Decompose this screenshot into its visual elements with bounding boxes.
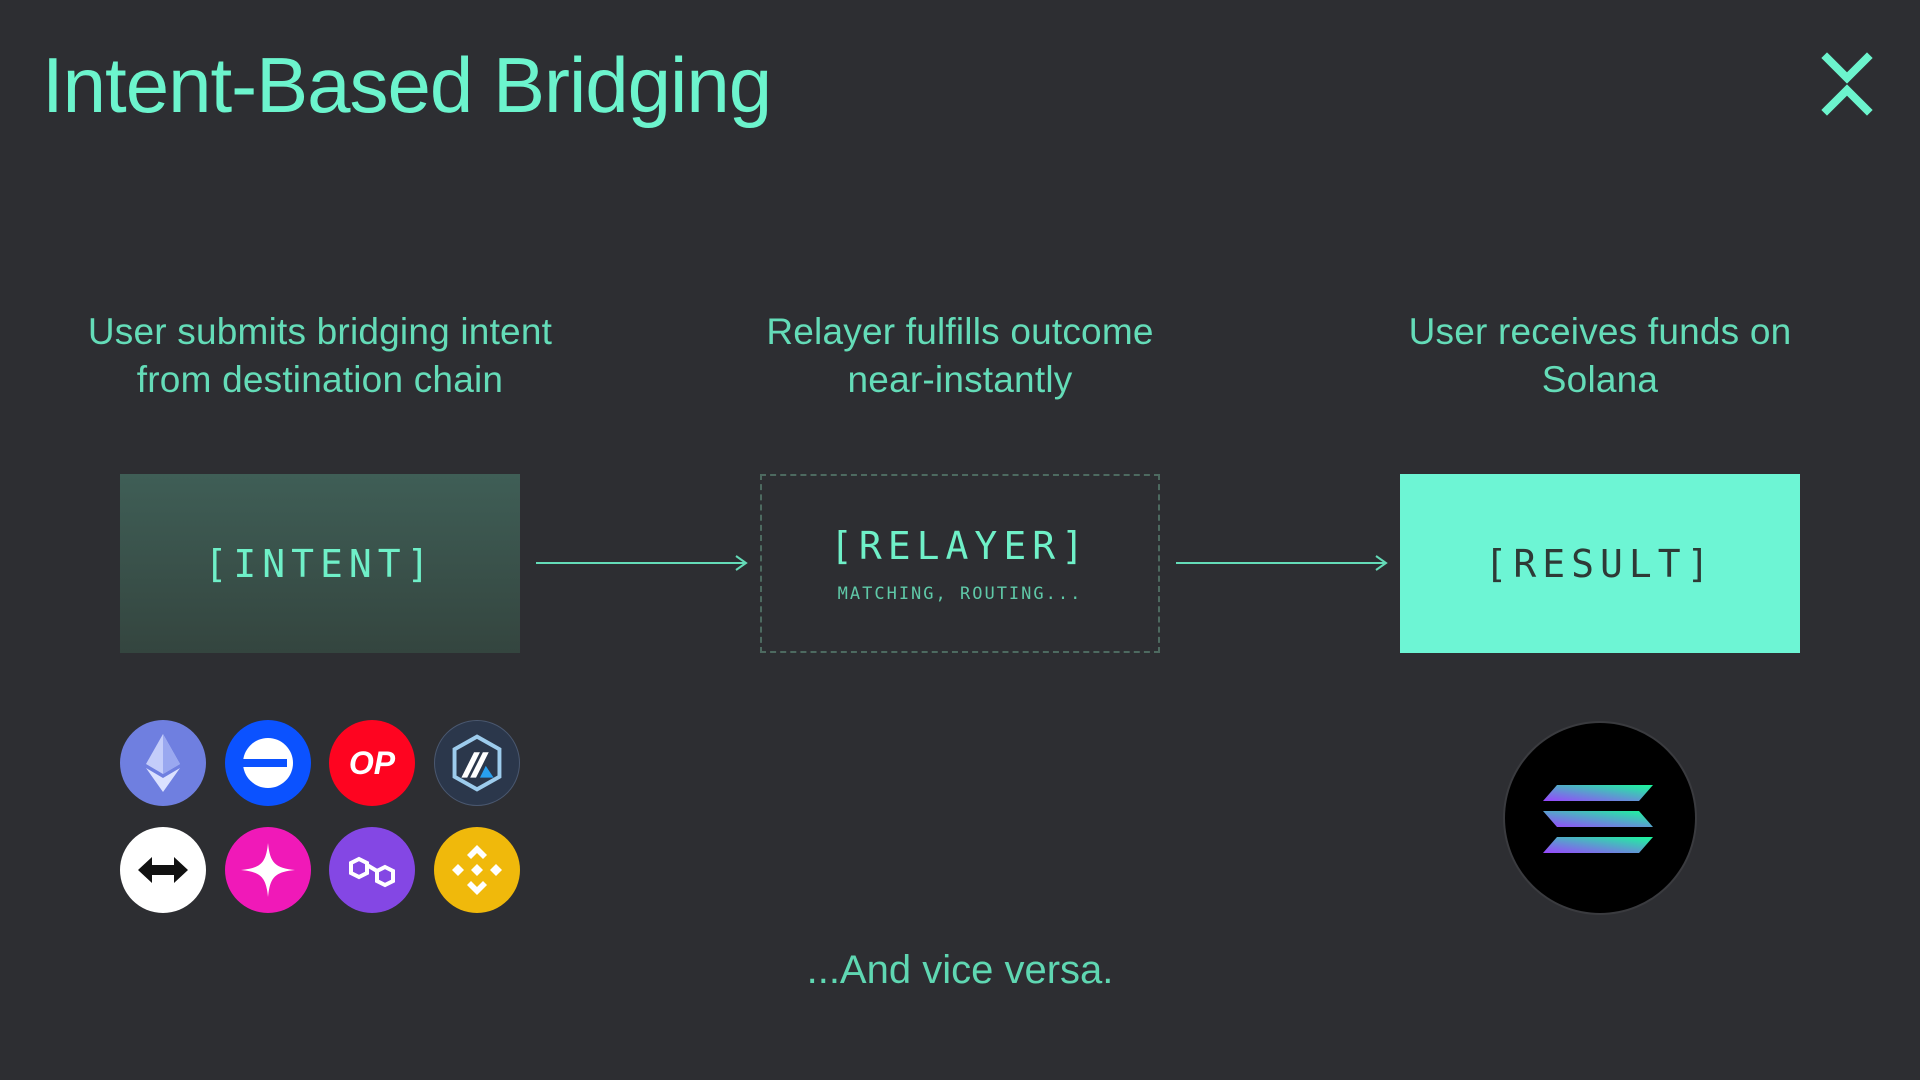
relayer-box: [RELAYER] MATCHING, ROUTING...: [760, 474, 1160, 653]
blast-icon: [224, 827, 311, 913]
source-chain-icons: OP: [120, 720, 520, 913]
optimism-icon: OP: [329, 720, 415, 806]
zksync-icon: [120, 827, 206, 913]
relayer-sublabel: MATCHING, ROUTING...: [837, 583, 1083, 604]
vice-versa-note: ...And vice versa.: [806, 948, 1114, 992]
base-icon: [224, 720, 311, 806]
step-relayer-caption: Relayer fulfills outcome near-instantly: [766, 311, 1154, 400]
arbitrum-icon: [433, 720, 520, 806]
ethereum-icon: [120, 720, 206, 806]
arrow-right-icon: [536, 555, 748, 571]
step-result-caption: User receives funds on Solana: [1408, 311, 1792, 400]
bnb-icon: [433, 827, 520, 913]
relayer-label: [RELAYER]: [830, 523, 1090, 568]
step-intent-caption: User submits bridging intent from destin…: [87, 311, 553, 400]
intent-box: [INTENT]: [120, 474, 520, 653]
polygon-icon: [329, 827, 415, 913]
solana-icon: [1505, 723, 1695, 913]
result-label: [RESULT]: [1484, 541, 1716, 586]
result-box: [RESULT]: [1400, 474, 1800, 653]
slide-title: Intent-Based Bridging: [42, 41, 772, 129]
intent-label: [INTENT]: [204, 541, 436, 586]
brand-logo-icon: [1821, 52, 1873, 116]
arrow-right-icon: [1176, 555, 1388, 571]
optimism-icon-text: OP: [349, 745, 396, 781]
